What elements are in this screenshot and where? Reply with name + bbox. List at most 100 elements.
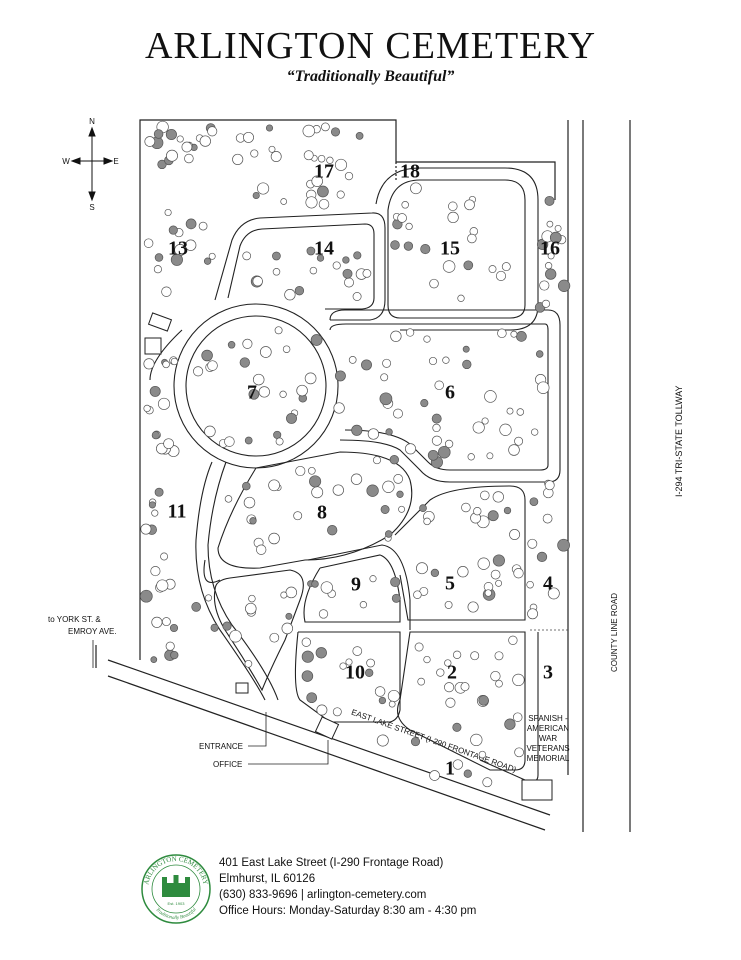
tree-icon [379,392,393,406]
tree-icon [539,280,550,291]
tree-icon [462,345,470,353]
tree-icon [239,357,250,368]
tree-icon [380,373,389,382]
section-3: 3 [543,662,553,684]
section-8: 8 [317,502,327,524]
tree-icon [268,145,276,153]
tree-icon [250,149,259,158]
tree-icon [280,198,288,205]
section-11: 11 [168,501,187,523]
tree-icon [334,370,346,382]
svg-text:WAR: WAR [539,734,558,743]
section-4: 4 [543,573,553,595]
tree-icon [541,299,551,308]
tree-icon [452,722,462,732]
tree-icon [508,635,518,645]
tree-icon [144,136,156,147]
tree-icon [333,402,345,414]
property-boundary [139,119,556,660]
county-line-label: COUNTY LINE ROAD [610,593,619,672]
tree-icon [359,601,368,609]
tree-icon [457,294,465,302]
tree-icon [374,686,386,697]
section-labels: 1 2 3 4 5 6 7 8 9 10 11 13 14 15 16 17 1… [168,161,560,780]
section-15: 15 [440,238,460,260]
office-label: OFFICE [213,760,242,769]
tree-icon [139,589,153,603]
tree-icon [427,449,439,461]
tree-icon [423,335,431,343]
tree-icon [149,385,161,397]
tree-icon [207,126,218,137]
tree-icon [492,491,504,503]
tree-icon [527,608,539,620]
tree-icon [334,158,348,171]
tree-icon [516,408,525,416]
tree-icon [495,270,507,281]
tree-icon [482,777,493,788]
tree-icon [282,345,291,353]
tree-icon [410,737,421,747]
tree-icon [420,244,431,255]
compass-n: N [89,117,95,126]
section-17: 17 [314,161,334,183]
tree-icon [369,575,377,583]
tree-icon [204,425,216,438]
tree-icon [320,581,333,594]
compass-rose: N S W E [62,117,118,212]
tree-icon [169,623,179,633]
tree-icon [165,128,177,141]
tree-icon [438,445,451,459]
page-title: ARLINGTON CEMETERY [144,25,597,67]
tree-icon [546,220,554,228]
tree-icon [273,430,282,439]
section-7: 7 [247,382,257,404]
tree-icon [393,474,404,484]
tree-icon [306,692,318,704]
tree-icon [457,566,469,578]
tree-icon [487,510,499,522]
tree-icon [281,622,294,635]
tree-icon [490,569,501,580]
tree-icon [452,650,462,659]
tree-icon [332,261,341,270]
tree-icon [154,487,164,497]
tree-icon [554,224,562,232]
tree-icon [447,211,459,224]
logo-building-icon [162,875,190,897]
tree-icon [473,507,482,516]
tree-icon [229,629,242,643]
tree-icon [352,646,363,656]
compass-s: S [89,203,94,212]
tree-icon [387,689,400,703]
trees [139,120,571,788]
tree-icon [318,198,330,210]
tree-icon [512,673,525,687]
tree-icon [544,195,555,206]
tree-icon [398,505,406,513]
tree-icon [243,131,254,143]
tree-icon [274,326,283,335]
tree-icon [510,330,518,338]
tree-icon [544,262,553,270]
tree-icon [161,286,172,297]
tree-icon [227,341,236,349]
tree-icon [480,490,490,501]
tree-icon [351,424,363,436]
footer-contact-line[interactable]: (630) 833-9696 | arlington-cemetery.com [219,889,427,901]
tree-icon [316,254,325,262]
page-tagline: “Traditionally Beautiful” [286,68,455,85]
tree-icon [463,260,474,271]
tree-icon [143,358,155,370]
tree-icon [201,349,213,362]
tree-icon [311,486,324,499]
tree-icon [478,750,487,759]
tree-icon [353,251,362,260]
tree-icon [362,269,372,278]
tree-icon [151,509,159,517]
tree-icon [470,733,483,747]
tree-icon [557,538,570,552]
tree-icon [156,579,169,592]
tree-icon [303,150,314,161]
footer-address-line1: 401 East Lake Street (I-290 Frontage Roa… [219,857,444,869]
